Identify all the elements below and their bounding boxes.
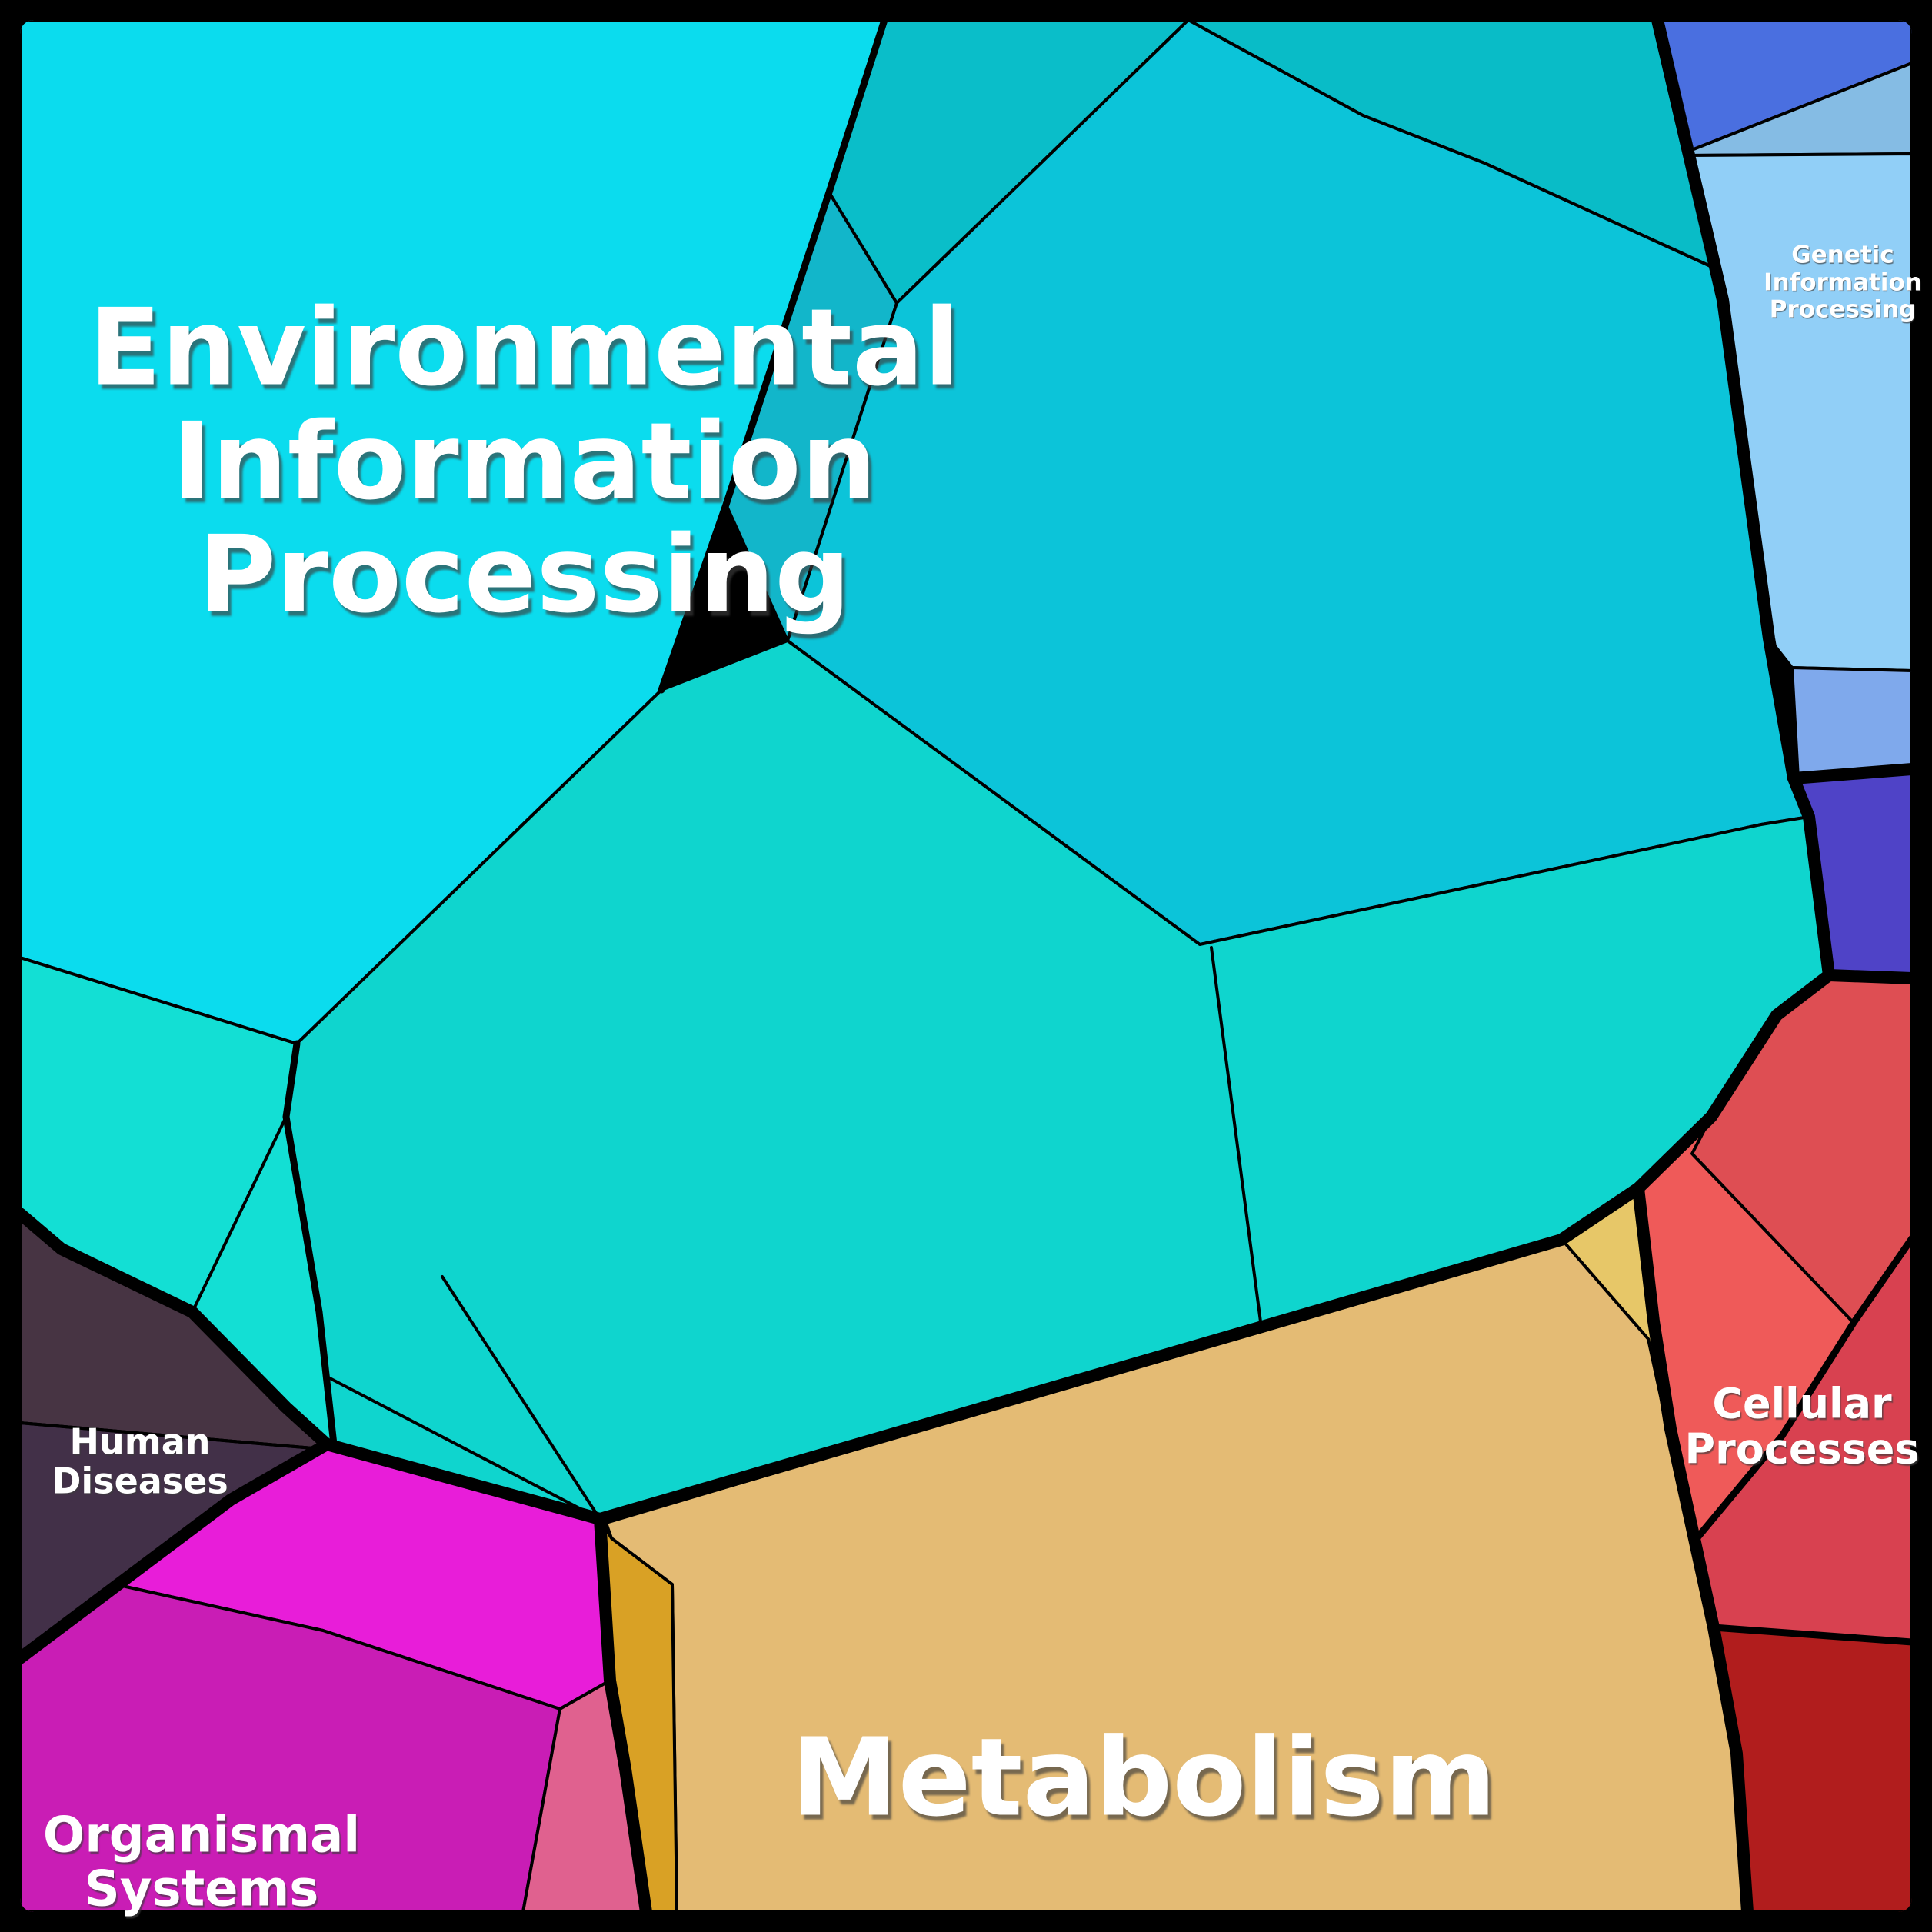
thin-border-3 [191, 1115, 288, 1314]
group-border-2 [1787, 772, 1835, 981]
group-border-10 [594, 1513, 652, 1912]
group-border-3 [1823, 969, 1912, 984]
medium-border-2 [1694, 1234, 1912, 1541]
group-border-7 [321, 1438, 606, 1525]
cell-gip-cornflower [1790, 666, 1912, 780]
group-border-4 [1632, 969, 1835, 1194]
group-border-0 [1651, 20, 1800, 784]
medium-border-3 [1710, 1624, 1912, 1646]
thin-border-4 [20, 1421, 323, 1451]
medium-border-0 [658, 20, 888, 694]
group-border-5 [594, 1182, 1644, 1525]
group-border-1 [1787, 763, 1912, 784]
group-border-8 [20, 1208, 333, 1451]
group-border-6 [1632, 1182, 1754, 1912]
group-border-9 [20, 1438, 333, 1664]
thin-border-1 [325, 1375, 601, 1521]
cell-os-deep-magenta [20, 1583, 561, 1912]
thin-border-0 [1210, 946, 1263, 1329]
medium-border-1 [282, 1040, 338, 1448]
thin-border-2 [441, 1275, 601, 1521]
